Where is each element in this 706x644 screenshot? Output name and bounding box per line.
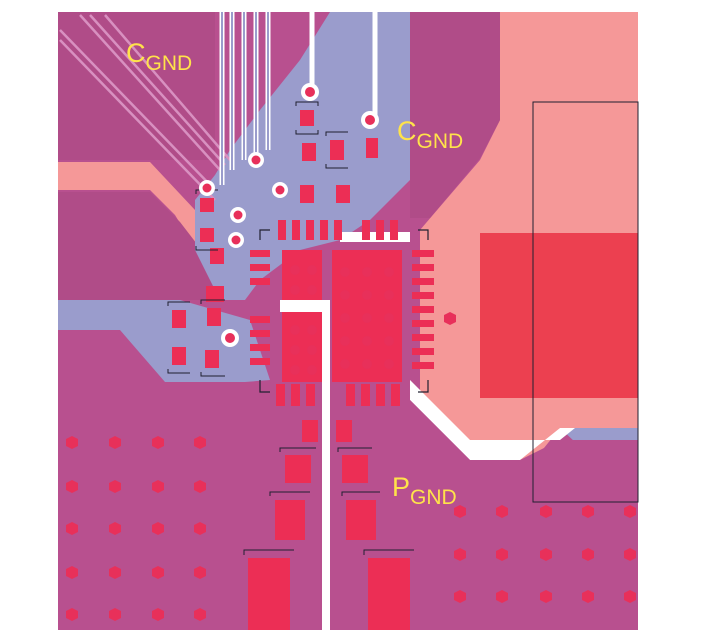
power-pad-large <box>480 233 638 398</box>
pgnd-label: PGND <box>392 472 457 509</box>
cgnd-label-top-left-main: C <box>126 38 146 68</box>
thermal-vias <box>290 265 394 375</box>
pgnd-label-main: P <box>392 472 410 502</box>
ground-vias-left <box>66 436 206 621</box>
output-passives <box>248 420 410 630</box>
cgnd-label-top-right-sub: GND <box>417 130 464 153</box>
signal-vias <box>199 83 379 347</box>
pgnd-label-sub: GND <box>410 486 457 509</box>
output-passive-outlines <box>243 447 414 555</box>
cgnd-label-top-right: CGND <box>397 116 463 153</box>
cgnd-label-top-left-sub: GND <box>146 52 193 75</box>
cgnd-label-top-right-main: C <box>397 116 417 146</box>
inductor-outline <box>532 101 639 503</box>
passive-outlines <box>167 101 348 377</box>
ground-pour-left-upper <box>58 12 215 160</box>
ic-pins-right <box>412 250 434 369</box>
ground-pour-bottom-right <box>405 400 638 630</box>
passive-pads-top <box>172 110 378 368</box>
cgnd-label-top-left: CGND <box>126 38 192 75</box>
vertical-trace-cores <box>221 12 269 185</box>
signal-copper-right-edge <box>560 428 638 442</box>
ground-vias-right <box>454 505 636 603</box>
ground-pour-left-mid <box>58 192 240 300</box>
ic-pins-bottom <box>276 384 400 406</box>
switch-node-via <box>444 312 456 325</box>
left-power-strip <box>58 162 195 248</box>
ic-pins-left <box>250 250 270 365</box>
clearance-channels <box>280 232 575 630</box>
ic-pins-top <box>278 220 398 240</box>
ic-outline <box>259 229 429 393</box>
diagonal-traces <box>59 14 231 201</box>
